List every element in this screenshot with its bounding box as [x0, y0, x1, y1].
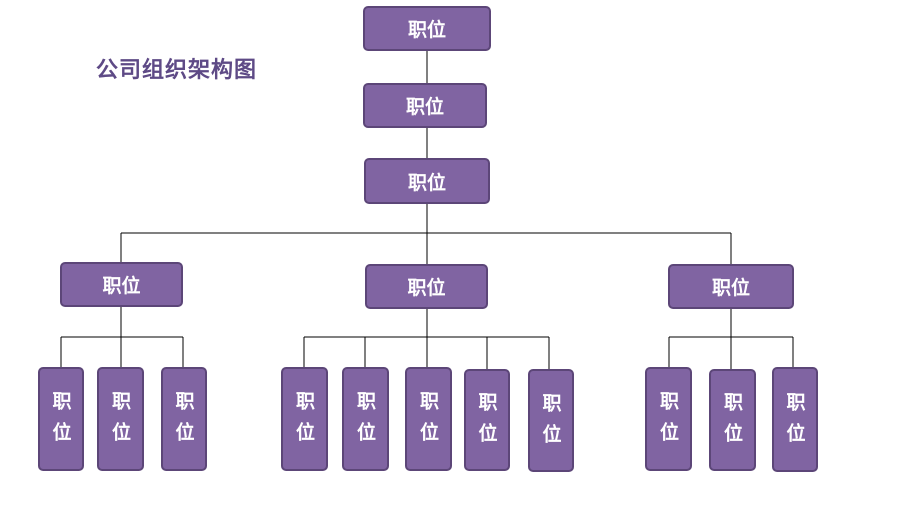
member-node-left-2[interactable]: 职位: [97, 367, 144, 471]
org-node-level-2[interactable]: 职位: [363, 83, 487, 128]
org-node-level-3[interactable]: 职位: [364, 158, 490, 204]
member-node-center-2[interactable]: 职位: [342, 367, 389, 471]
member-node-right-2[interactable]: 职位: [709, 369, 756, 471]
department-head-center[interactable]: 职位: [365, 264, 488, 309]
member-node-center-3[interactable]: 职位: [405, 367, 452, 471]
member-node-center-4[interactable]: 职位: [464, 369, 510, 471]
member-node-center-5[interactable]: 职位: [528, 369, 574, 472]
department-head-left[interactable]: 职位: [60, 262, 183, 307]
org-node-level-1[interactable]: 职位: [363, 6, 491, 51]
member-node-center-1[interactable]: 职位: [281, 367, 328, 471]
member-node-right-1[interactable]: 职位: [645, 367, 692, 471]
member-node-left-1[interactable]: 职位: [38, 367, 84, 471]
department-head-right[interactable]: 职位: [668, 264, 794, 309]
page-title: 公司组织架构图: [96, 58, 258, 83]
member-node-right-3[interactable]: 职位: [772, 367, 818, 472]
member-node-left-3[interactable]: 职位: [161, 367, 207, 471]
